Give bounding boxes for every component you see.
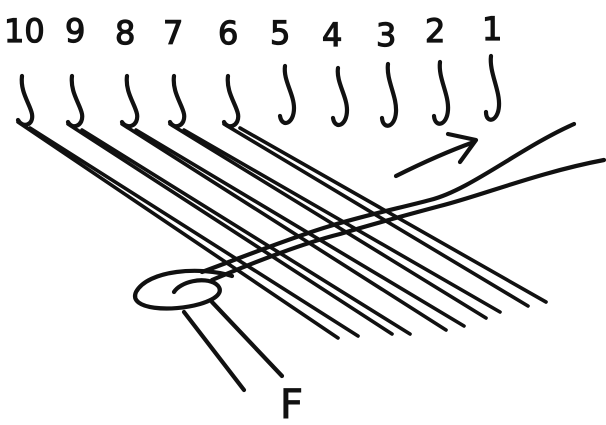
- hook-label-3: 3: [376, 16, 396, 54]
- hook-label-1: 1: [482, 10, 502, 48]
- hook-icon: [434, 62, 448, 124]
- hook-label-4: 4: [322, 16, 342, 54]
- direction-arrow: [396, 134, 476, 176]
- hook-icon: [170, 76, 184, 126]
- hook-icon: [382, 64, 396, 126]
- warp-thread: [240, 128, 546, 302]
- weft-thread: [135, 124, 604, 390]
- hook-icon: [486, 56, 499, 120]
- hook-icon: [122, 76, 137, 126]
- hook-icon: [68, 76, 82, 126]
- empty-hooks: [280, 56, 499, 126]
- loaded-hooks: [18, 76, 238, 126]
- hook-icon: [18, 76, 32, 125]
- free-end-label: F: [280, 382, 303, 425]
- hook-label-2: 2: [425, 12, 445, 50]
- hook-icon: [333, 68, 347, 125]
- hook-icon: [224, 76, 238, 126]
- hook-label-9: 9: [65, 12, 85, 50]
- hook-labels: 10 9 8 7 6 5 4 3 2 1: [4, 10, 502, 54]
- hook-label-6: 6: [218, 14, 238, 52]
- hook-label-8: 8: [115, 14, 135, 52]
- hook-label-7: 7: [163, 14, 183, 52]
- hook-label-10: 10: [4, 12, 45, 50]
- hook-icon: [280, 66, 294, 123]
- hook-label-5: 5: [270, 14, 290, 52]
